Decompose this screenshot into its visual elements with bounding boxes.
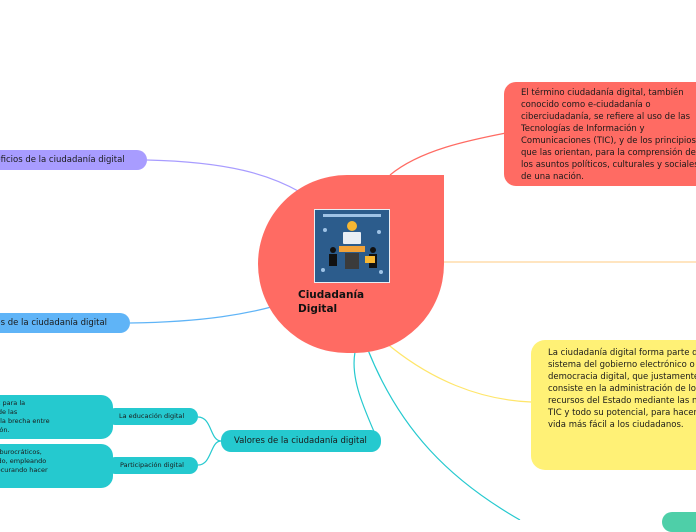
central-topic-label: Ciudadanía Digital [298,289,365,315]
partial-node[interactable] [662,512,696,532]
connector-gobierno [384,341,532,403]
branch-beneficios[interactable]: neficios de la ciudadanía digital [0,150,147,170]
connector-beneficios [146,159,301,193]
central-topic[interactable]: Ciudadanía Digital [258,175,444,353]
branch-riesgos[interactable]: gos de la ciudadanía digital [0,313,130,333]
participacion-detail-note[interactable]: es burocráticos, cado, empleando procura… [0,444,113,488]
digital-citizenship-illustration [314,209,390,283]
branch-valores[interactable]: Valores de la ciudadanía digital [221,430,381,452]
government-note[interactable]: La ciudadanía digital forma parte d sist… [531,340,696,470]
subtopic-educacion-digital[interactable]: La educación digital [107,408,198,425]
connector-definicion [389,132,507,176]
connector-lines [107,132,696,520]
connector-valores-children [197,416,222,466]
educacion-detail-note[interactable]: TIC para la lo de las cir la brecha entr… [0,395,113,439]
subtopic-participacion-digital[interactable]: Participación digital [107,457,198,474]
connector-bottom [367,349,521,520]
definition-note[interactable]: El término ciudadanía digital, también c… [504,82,696,186]
